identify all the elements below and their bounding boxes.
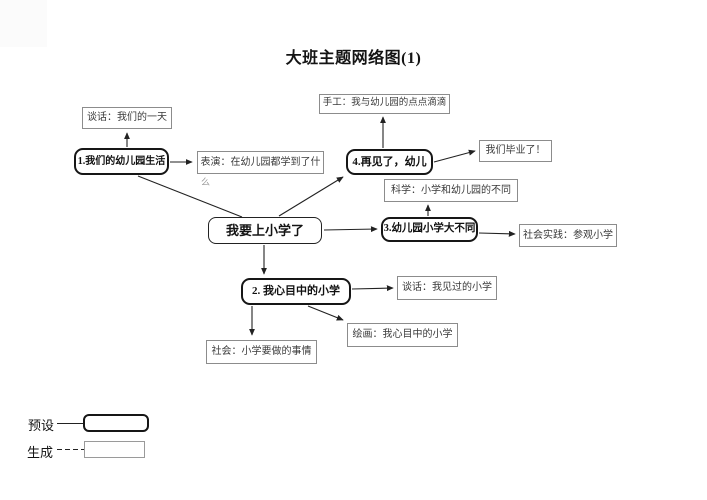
node-topic4-goodbye-kindergarten: 4.再见了，幼儿 [346, 149, 433, 175]
legend-generated-label: 生成 [27, 445, 54, 460]
diagram-title: 大班主题网络图(1) [285, 50, 422, 67]
node-center-going-to-school: 我要上小学了 [208, 217, 322, 244]
node-talk-school-seen: 谈话：我见过的小学 [397, 276, 497, 300]
node-perform-overflow-text: 么 [201, 177, 211, 187]
node-topic1-kindergarten-life: 1.我们的幼儿园生活 [74, 148, 169, 175]
node-social-things: 社会：小学要做的事情 [206, 340, 317, 364]
node-graduate: 我们毕业了！ [479, 140, 552, 162]
arrow-center-topic3 [323, 226, 378, 233]
arrow-center-topic4 [278, 176, 344, 217]
arrow-topic2-draw [307, 305, 344, 321]
legend-preset-swatch [83, 414, 149, 432]
node-craft: 手工：我与幼儿园的点点滴滴 [319, 94, 450, 114]
node-social-practice: 社会实践：参观小学 [519, 224, 617, 247]
node-science: 科学：小学和幼儿园的不同 [384, 179, 518, 202]
arrow-topic2-talkschool [351, 285, 394, 292]
node-topic2-school-in-my-mind: 2. 我心目中的小学 [241, 278, 351, 305]
node-talk-our-day: 谈话：我们的一天 [82, 107, 172, 129]
node-perform: 表演：在幼儿园都学到了什 [197, 151, 324, 174]
node-drawing: 绘画：我心目中的小学 [347, 323, 458, 347]
legend-preset-label: 预设 [28, 418, 55, 433]
line-topic1-center [137, 175, 243, 218]
arrow-topic4-graduate [433, 149, 476, 163]
legend-generated-swatch [84, 441, 145, 458]
corner-shade [0, 0, 47, 47]
node-topic3-big-difference: 3.幼儿园小学大不同 [381, 217, 478, 242]
arrow-topic3-practice [478, 230, 516, 237]
